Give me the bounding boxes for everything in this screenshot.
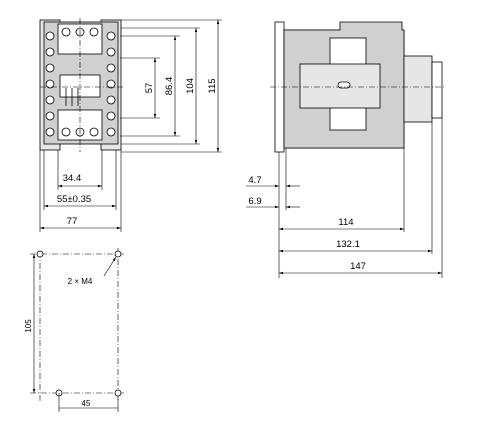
dim-55: 55±0.35 — [57, 194, 91, 205]
dim-45: 45 — [82, 399, 91, 408]
side-view: 4.7 6.9 114 132.1 147 — [246, 21, 445, 278]
dim-105: 105 — [24, 319, 33, 333]
mounting-pattern: 2 × M4 105 45 — [24, 248, 126, 412]
dim-34-4: 34.4 — [63, 173, 82, 184]
screw-label: 2 × M4 — [68, 277, 93, 286]
mount-hole-top-left — [36, 250, 44, 258]
dim-114: 114 — [338, 217, 353, 228]
dim-57: 57 — [144, 83, 155, 94]
dim-132-1: 132.1 — [336, 239, 360, 250]
side-slot — [337, 81, 351, 89]
side-button — [431, 61, 443, 119]
dim-4-7: 4.7 — [248, 175, 261, 186]
dim-104: 104 — [185, 78, 196, 94]
dim-77: 77 — [67, 216, 78, 227]
side-front-cap — [403, 55, 433, 123]
dim-115: 115 — [207, 78, 218, 93]
front-view: 57 86.4 104 115 34.4 55±0.35 77 — [39, 18, 222, 232]
mount-hole-bottom-right — [114, 389, 122, 397]
dim-6-9: 6.9 — [248, 196, 261, 207]
mount-hole-top-right — [114, 250, 122, 258]
dim-147: 147 — [350, 261, 366, 272]
dim-86-4: 86.4 — [164, 77, 175, 96]
